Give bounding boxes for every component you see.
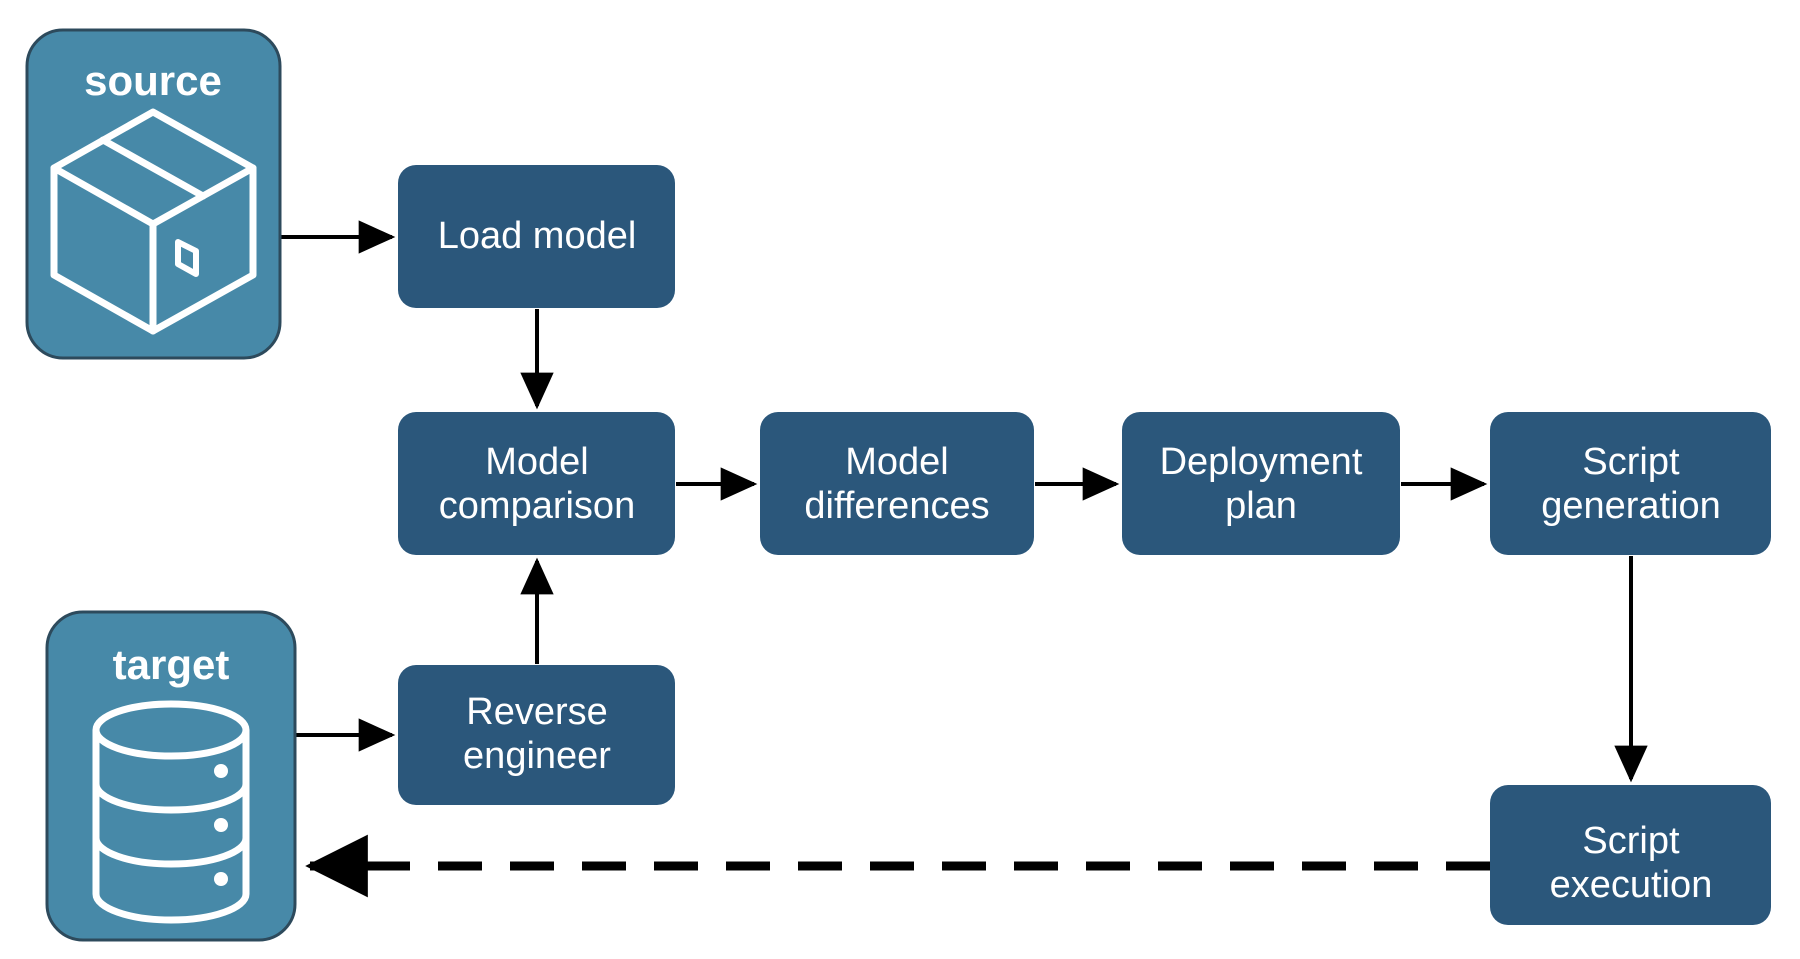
deployment-plan-label-line-2: plan bbox=[1225, 485, 1297, 527]
reverse-engineer-shape bbox=[398, 665, 675, 805]
source-box-shape bbox=[25, 28, 282, 360]
node-script-execution[interactable]: Script execution bbox=[1490, 785, 1771, 925]
model-differences-label-line-2: differences bbox=[804, 485, 989, 527]
model-differences-label-line-1: Model bbox=[845, 441, 949, 483]
load-model-shape bbox=[398, 165, 675, 308]
reverse-engineer-label-line-2: engineer bbox=[463, 735, 611, 777]
node-deployment-plan[interactable]: Deployment plan bbox=[1122, 412, 1400, 555]
model-comparison-label-line-1: Model bbox=[485, 441, 589, 483]
node-script-generation[interactable]: Script generation bbox=[1490, 412, 1771, 555]
edge-layer bbox=[281, 220, 1648, 898]
script-execution-shape bbox=[1490, 785, 1771, 925]
target-box-shape bbox=[45, 610, 297, 942]
script-execution-label-line-1: Script bbox=[1582, 820, 1680, 862]
script-generation-label-line-2: generation bbox=[1541, 485, 1721, 527]
node-model-comparison[interactable]: Model comparison bbox=[398, 412, 675, 555]
target-label: target bbox=[113, 641, 230, 688]
model-differences-shape bbox=[760, 412, 1034, 555]
script-generation-label-line-1: Script bbox=[1582, 441, 1680, 483]
script-execution-label-line-2: execution bbox=[1550, 864, 1713, 906]
model-comparison-label-line-2: comparison bbox=[439, 485, 635, 527]
script-generation-shape bbox=[1490, 412, 1771, 555]
deployment-plan-label-line-1: Deployment bbox=[1160, 441, 1363, 483]
node-reverse-engineer[interactable]: Reverse engineer bbox=[398, 665, 675, 805]
node-target[interactable]: target bbox=[45, 610, 297, 942]
database-cylinder-icon bbox=[92, 700, 250, 924]
load-model-label-line-1: Load model bbox=[438, 215, 637, 257]
node-model-differences[interactable]: Model differences bbox=[760, 412, 1034, 555]
node-load-model[interactable]: Load model bbox=[398, 165, 675, 308]
source-label: source bbox=[84, 57, 222, 104]
package-box-icon bbox=[50, 108, 257, 335]
node-source[interactable]: source bbox=[25, 28, 282, 360]
model-comparison-shape bbox=[398, 412, 675, 555]
reverse-engineer-label-line-1: Reverse bbox=[466, 691, 608, 733]
deployment-plan-shape bbox=[1122, 412, 1400, 555]
